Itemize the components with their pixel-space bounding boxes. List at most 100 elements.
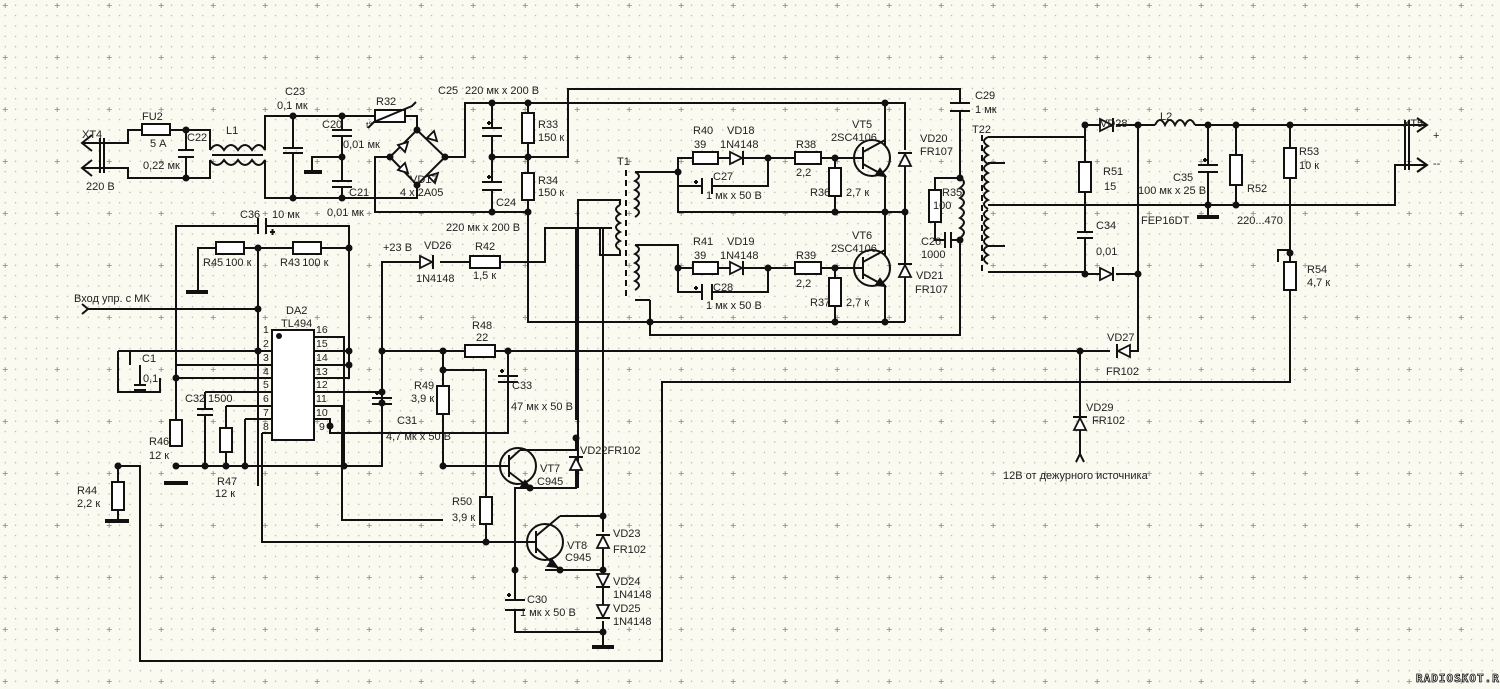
label-r52-value: 220...470 — [1237, 215, 1283, 227]
transistor-vt7-icon — [499, 447, 537, 490]
label-vd21-value: FR107 — [915, 284, 948, 296]
label-r52: R52 — [1247, 183, 1267, 195]
pin-12: 12 — [316, 379, 328, 391]
connector-xt4-icon — [80, 134, 105, 177]
label-vd19-value: 1N4148 — [720, 250, 759, 262]
label-c34: C34 — [1096, 220, 1116, 232]
connector-xt5-icon — [1400, 117, 1429, 173]
label-c35: C35 — [1173, 172, 1193, 184]
label-r48-value: 22 — [476, 332, 488, 344]
label-c33-value: 47 мк х 50 В — [511, 401, 573, 413]
label-r48: R48 — [472, 320, 492, 332]
label-xt4-value: 220 В — [86, 181, 115, 193]
label-r42: R42 — [475, 241, 495, 253]
label-r32: R32 — [376, 96, 396, 108]
transistor-vt8-icon — [500, 515, 564, 571]
label-c35-value: 100 мк х 25 В — [1138, 185, 1206, 197]
label-r41: R41 — [693, 236, 713, 248]
label-vd27-value: FR102 — [1106, 366, 1139, 378]
label-c36: C36 — [240, 209, 260, 221]
label-vd20-value: FR107 — [920, 146, 953, 158]
label-r54-value: 4,7 к — [1307, 277, 1330, 289]
label-fep16dt: FEP16DT — [1141, 215, 1190, 227]
label-r33-value: 150 к — [538, 132, 564, 144]
labels: XT4 220 В FU2 5 А C22 0,22 мк L1 C23 0,1… — [74, 85, 1441, 628]
label-r54: R54 — [1307, 264, 1327, 276]
label-standby: 12В от дежурного источника — [1003, 470, 1149, 482]
label-r44-value: 2,2 к — [77, 498, 100, 510]
pin-13: 13 — [316, 366, 328, 378]
label-c26-value: 1000 — [921, 249, 945, 261]
label-r53: R53 — [1299, 146, 1319, 158]
trimmer-r54-icon[interactable] — [1283, 261, 1297, 291]
label-r44: R44 — [77, 485, 97, 497]
label-da2-value: TL494 — [281, 318, 312, 330]
pin-3: 3 — [263, 352, 269, 364]
thermistor-mark-icon — [367, 101, 417, 129]
label-c26: C26 — [921, 236, 941, 248]
label-l2: L2 — [1160, 111, 1172, 123]
label-vd18-value: 1N4148 — [720, 139, 759, 151]
transistor-vt5-icon — [846, 103, 891, 212]
label-c21-value: 0,01 мк — [327, 207, 364, 219]
label-t22: T22 — [972, 124, 991, 136]
diodes-icon — [419, 117, 1131, 620]
label-r32-mark: t° — [366, 120, 373, 130]
label-c25: C25 — [438, 85, 458, 97]
inductor-l1-icon — [209, 144, 266, 166]
label-c30-value: 1 мк х 50 В — [520, 607, 576, 619]
label-c24: C24 — [496, 197, 516, 209]
label-vd21: VD21 — [916, 270, 944, 282]
pin-11: 11 — [316, 393, 327, 405]
label-fu2: FU2 — [142, 111, 163, 123]
label-c23-value: 0,1 мк — [277, 100, 308, 112]
transformer-t22-icon — [958, 135, 991, 275]
label-c25-value: 220 мк х 200 В — [465, 85, 539, 97]
label-vt8-value: C945 — [565, 552, 591, 564]
label-vd25: VD25 — [613, 603, 641, 615]
ground-icon — [105, 170, 1219, 649]
label-xt5-minus: -- — [1433, 158, 1441, 170]
standby-input-arrow-icon — [1075, 451, 1085, 463]
label-r49: R49 — [414, 380, 434, 392]
label-r33: R33 — [538, 119, 558, 131]
pin-8: 8 — [263, 421, 269, 433]
label-vd19: VD19 — [727, 236, 755, 248]
fuse-fu2-icon — [141, 123, 171, 136]
label-r40-value: 39 — [694, 139, 706, 151]
pin-7: 7 — [263, 407, 269, 419]
label-c34-value: 0,01 — [1096, 246, 1117, 258]
label-xt5: XT5 — [1403, 118, 1423, 130]
pin-15: 15 — [316, 338, 328, 350]
watermark: RADIOSKOT.RU — [1416, 672, 1500, 685]
label-r36-value: 2,7 к — [846, 187, 869, 199]
label-c24-value: 220 мк х 200 В — [446, 222, 520, 234]
label-c22-value: 0,22 мк — [143, 160, 180, 172]
label-r34-value: 150 к — [538, 187, 564, 199]
pin-10: 10 — [316, 407, 328, 419]
label-r43-ref: R43 — [280, 257, 300, 269]
transistor-vt6-icon — [846, 212, 891, 322]
label-r47: R47 — [217, 476, 237, 488]
label-vd29: VD29 — [1086, 402, 1114, 414]
label-vd26: VD26 — [424, 240, 452, 252]
label-vd29-value: FR102 — [1092, 415, 1125, 427]
label-vd27: VD27 — [1107, 332, 1135, 344]
label-c32-value: 1500 — [208, 393, 232, 405]
label-r37-value: 2,7 к — [846, 297, 869, 309]
label-vd25-value: 1N4148 — [613, 616, 652, 628]
label-vd28: VD28 — [1100, 118, 1128, 130]
ic-pin-numbers: 1 2 3 4 5 6 7 8 9 10 11 12 13 14 15 16 — [263, 324, 328, 433]
label-xt5-plus: + — [1433, 130, 1439, 142]
label-r49-value: 3,9 к — [411, 393, 434, 405]
label-c31-value: 4,7 мк х 50 В — [386, 431, 451, 443]
label-c27-value: 1 мк х 50 В — [706, 190, 762, 202]
label-r35-value: 100 — [933, 200, 951, 212]
label-fu2-value: 5 А — [150, 138, 167, 150]
label-r51: R51 — [1103, 166, 1123, 178]
